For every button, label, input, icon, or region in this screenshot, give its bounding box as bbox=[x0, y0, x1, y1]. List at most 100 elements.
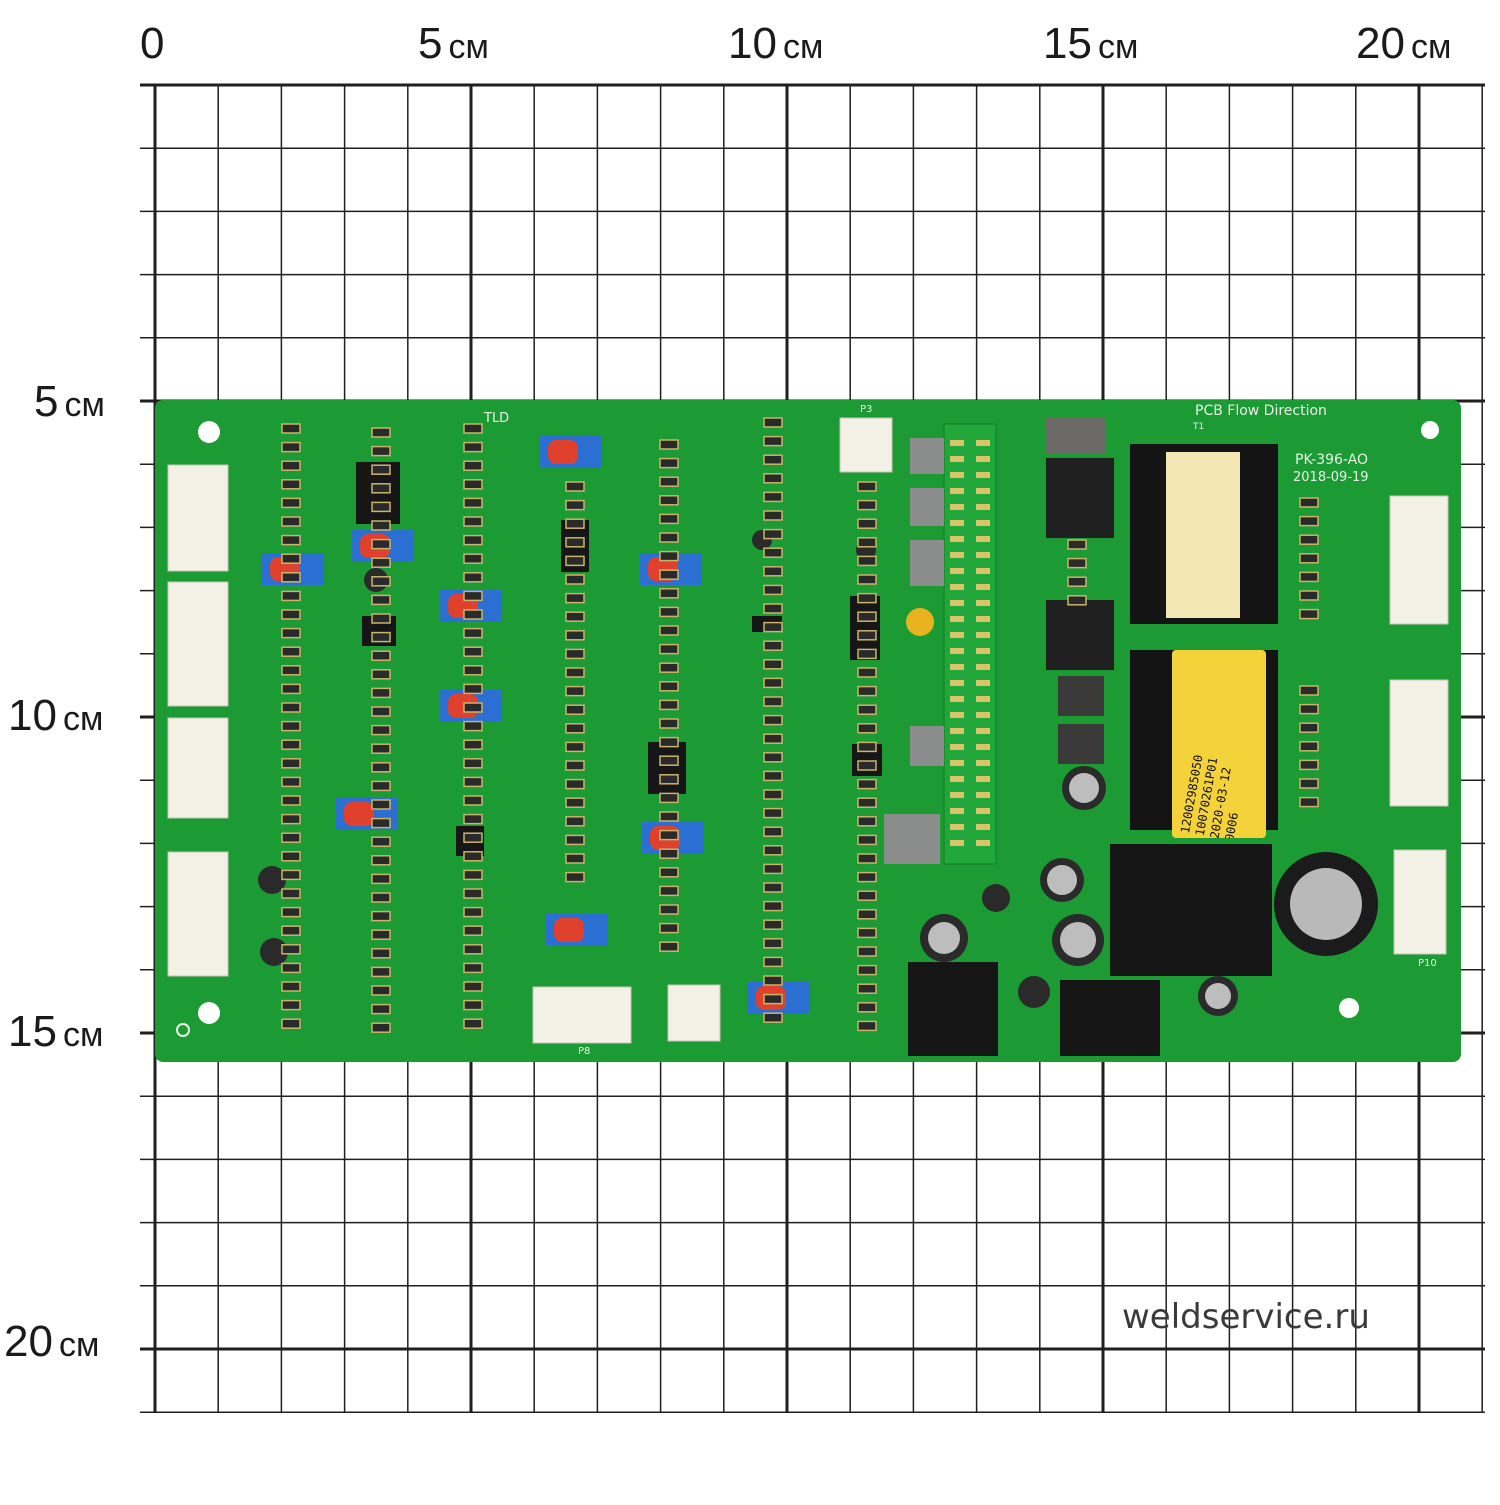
smd-part bbox=[463, 534, 483, 546]
pin bbox=[976, 504, 990, 510]
smd-part bbox=[1299, 553, 1319, 564]
smd-part bbox=[281, 813, 301, 825]
smd-part bbox=[763, 454, 783, 465]
smd-components bbox=[281, 417, 1319, 1033]
smd-part bbox=[463, 460, 483, 471]
transistor bbox=[1046, 600, 1114, 670]
smd-part bbox=[763, 919, 783, 930]
smd-part bbox=[281, 423, 301, 434]
pin bbox=[950, 440, 964, 446]
capacitor-top bbox=[1290, 868, 1362, 940]
pin bbox=[976, 648, 990, 654]
smd-part bbox=[371, 892, 391, 903]
smd-part bbox=[763, 752, 783, 763]
pin bbox=[976, 824, 990, 830]
smd-part bbox=[857, 537, 877, 548]
smd-part bbox=[281, 739, 301, 750]
pin bbox=[976, 808, 990, 814]
pcb-date-text: 2018-09-19 bbox=[1293, 470, 1369, 485]
smd-part bbox=[371, 929, 391, 940]
fiducial-mark bbox=[176, 1023, 190, 1037]
serial-sticker: 12002985050 10070261P01 2020-03-12 0006 bbox=[1172, 650, 1266, 838]
smd-part bbox=[857, 481, 877, 492]
smd-part bbox=[463, 553, 483, 564]
smd-part bbox=[463, 981, 483, 992]
smd-part bbox=[857, 778, 877, 790]
smd-part bbox=[281, 441, 301, 453]
y-axis-number: 5 bbox=[34, 377, 59, 426]
smd-part bbox=[1299, 778, 1319, 789]
smd-part bbox=[659, 867, 679, 878]
smd-part bbox=[763, 863, 783, 875]
smd-part bbox=[281, 534, 301, 546]
pin bbox=[950, 792, 964, 798]
heatsink bbox=[908, 962, 998, 1056]
pin bbox=[976, 840, 990, 846]
capacitor-top bbox=[1205, 983, 1231, 1009]
smd-part bbox=[763, 510, 783, 521]
daughter-board bbox=[943, 423, 997, 865]
smd-part bbox=[463, 869, 483, 881]
capacitor-top bbox=[1047, 865, 1077, 895]
smd-part bbox=[1299, 685, 1319, 696]
pin bbox=[950, 568, 964, 574]
smd-part bbox=[371, 836, 391, 847]
smd-part bbox=[565, 592, 585, 604]
pin bbox=[976, 664, 990, 670]
pin bbox=[976, 712, 990, 718]
integrated-circuit bbox=[648, 742, 686, 794]
smd-part bbox=[565, 853, 585, 864]
smd-part bbox=[659, 476, 679, 487]
capacitor bbox=[1018, 976, 1050, 1008]
smd-part bbox=[371, 631, 391, 643]
smd-part bbox=[763, 938, 783, 949]
smd-part bbox=[463, 590, 483, 602]
smd-part bbox=[763, 435, 783, 447]
smd-part bbox=[659, 792, 679, 804]
smd-part bbox=[281, 627, 301, 639]
smd-part bbox=[763, 659, 783, 670]
smd-part bbox=[763, 696, 783, 707]
pin bbox=[950, 712, 964, 718]
smd-part bbox=[659, 606, 679, 618]
pin bbox=[950, 616, 964, 622]
pin bbox=[976, 488, 990, 494]
pcb-t1-label: T1 bbox=[1193, 422, 1205, 432]
smd-part bbox=[659, 848, 679, 859]
smd-part bbox=[1067, 539, 1087, 550]
smd-part bbox=[763, 826, 783, 837]
smd-part bbox=[371, 464, 391, 475]
pin bbox=[950, 696, 964, 702]
smd-part bbox=[371, 538, 391, 550]
smd-part bbox=[659, 904, 679, 915]
smd-part bbox=[371, 445, 391, 457]
mounting-hole bbox=[1421, 421, 1439, 439]
smd-part bbox=[463, 702, 483, 713]
mounting-hole bbox=[1339, 998, 1359, 1018]
pin bbox=[950, 600, 964, 606]
smd-part bbox=[463, 906, 483, 918]
mounting-hole bbox=[198, 421, 220, 443]
smd-part bbox=[1299, 703, 1319, 715]
smd-part bbox=[763, 993, 783, 1005]
pin bbox=[976, 632, 990, 638]
component bbox=[910, 488, 944, 526]
smd-part bbox=[659, 774, 679, 785]
connector-p3-label: P3 bbox=[860, 404, 873, 415]
smd-part bbox=[463, 627, 483, 639]
smd-part bbox=[371, 1022, 391, 1033]
smd-part bbox=[763, 1012, 783, 1023]
inductor bbox=[1058, 676, 1104, 716]
smd-part bbox=[857, 1002, 877, 1013]
smd-part bbox=[857, 592, 877, 604]
smd-part bbox=[281, 999, 301, 1011]
smd-part bbox=[1299, 590, 1319, 601]
connector-block bbox=[167, 717, 229, 819]
smd-part bbox=[763, 640, 783, 651]
